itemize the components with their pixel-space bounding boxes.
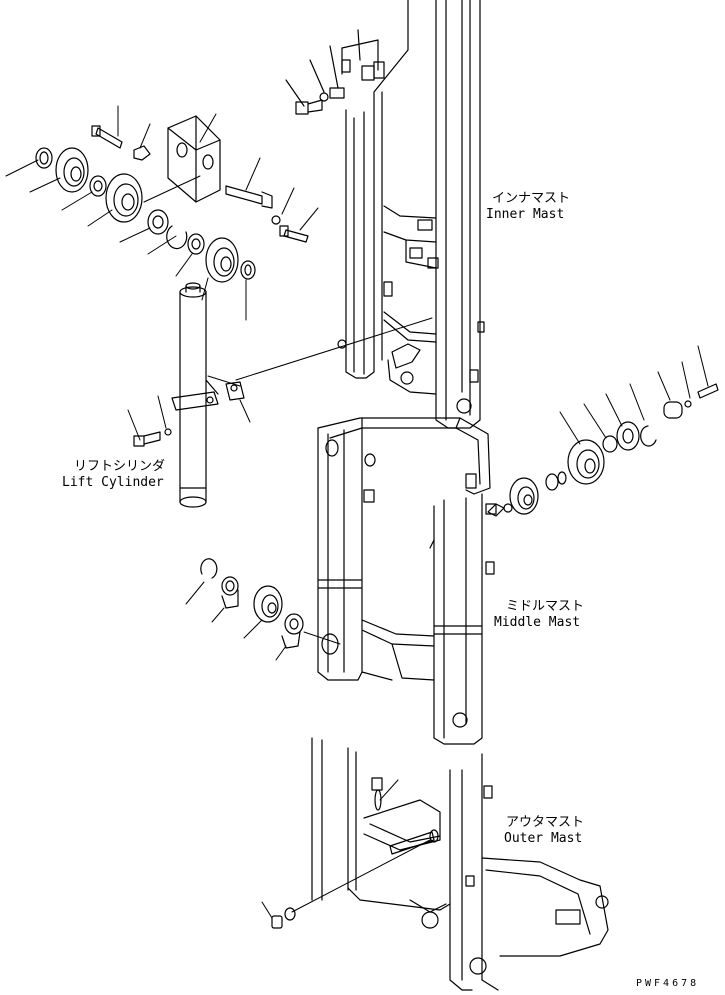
outer-mast xyxy=(261,737,609,991)
inner-mast-label-ja: インナマスト xyxy=(492,191,571,206)
cylinder-parts xyxy=(35,115,309,447)
middle-mast xyxy=(317,417,497,745)
inner-mast xyxy=(337,0,485,429)
inner-mast-label-en: Inner Mast xyxy=(486,207,565,222)
drawing-code: PWF4678 xyxy=(636,978,700,989)
chain-anchor-parts xyxy=(285,29,379,115)
middle-mast-parts xyxy=(185,558,341,661)
leader-lines-cylinder xyxy=(5,105,433,441)
lift-cylinder-label-ja: リフトシリンダ xyxy=(74,459,166,474)
outer-mast-label-en: Outer Mast xyxy=(504,831,583,846)
outer-mast-label-ja: アウタマスト xyxy=(506,815,585,830)
sheave-parts-right xyxy=(487,345,719,517)
lift-cylinder-label-en: Lift Cylinder xyxy=(62,475,164,490)
middle-mast-label-ja: ミドルマスト xyxy=(506,599,585,614)
middle-mast-label-en: Middle Mast xyxy=(494,615,581,630)
lift-cylinder xyxy=(171,282,219,508)
